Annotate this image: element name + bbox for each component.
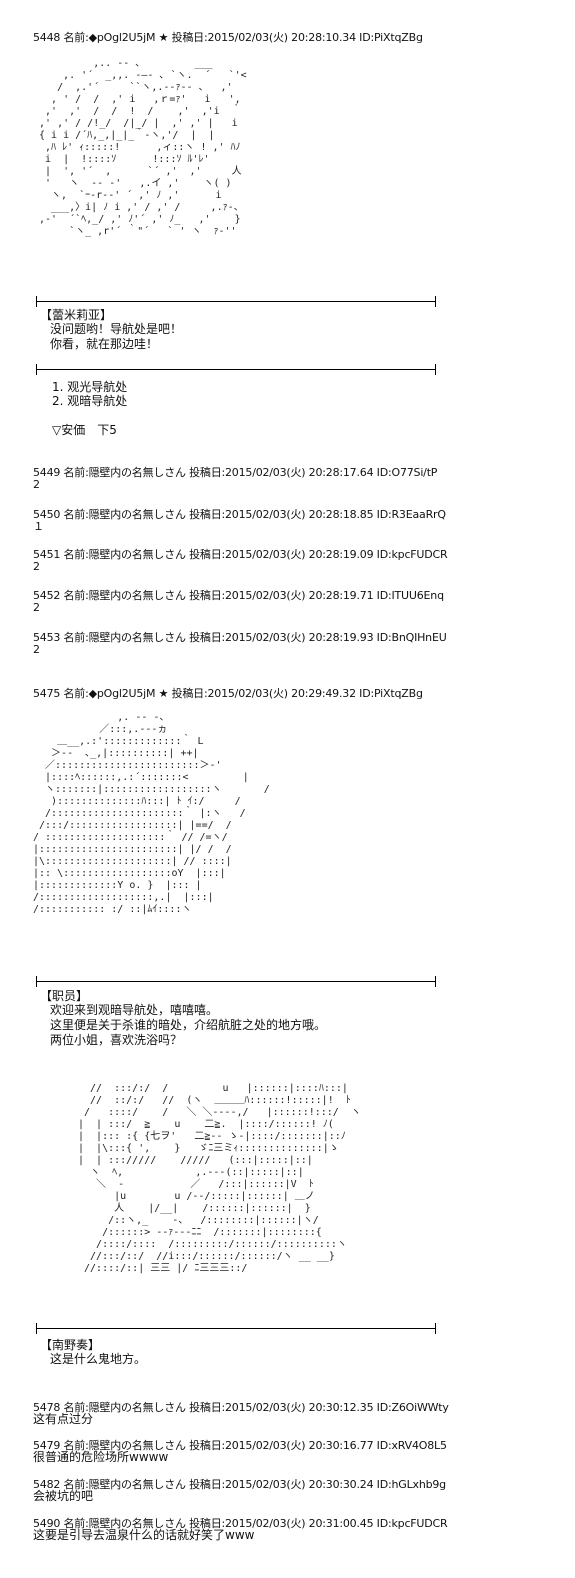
speaker-name: 【蕾米莉亚】	[40, 308, 113, 322]
post-body-5479: 很普通的危险场所wwww	[33, 1450, 169, 1464]
post-header-5453: 5453 名前:隠壁内の名無しさん 投稿日:2015/02/03(火) 20:2…	[33, 631, 447, 644]
divider	[36, 976, 436, 987]
ascii-art-kanade: // :::/:/ / u |::::::|::::ﾊ:::| // ::/:/…	[78, 1083, 361, 1274]
post-body-5451: 2	[33, 560, 40, 573]
post-body-5478: 这有点过分	[33, 1412, 94, 1426]
post-header-5452: 5452 名前:隠壁内の名無しさん 投稿日:2015/02/03(火) 20:2…	[33, 589, 444, 602]
anka-instruction: ▽安価 下5	[52, 423, 117, 437]
post-header-5448: 5448 名前:◆pOgl2U5jM ★ 投稿日:2015/02/03(火) 2…	[33, 31, 423, 44]
dialog-text: 没问题哟！导航处是吧！ 你看，就在那边哇！	[50, 322, 183, 351]
post-header-5451: 5451 名前:隠壁内の名無しさん 投稿日:2015/02/03(火) 20:2…	[33, 548, 448, 561]
divider	[36, 364, 436, 375]
speaker-name: 【南野奏】	[40, 1338, 101, 1352]
post-header-5475: 5475 名前:◆pOgl2U5jM ★ 投稿日:2015/02/03(火) 2…	[33, 687, 423, 700]
post-header-5490: 5490 名前:隠壁内の名無しさん 投稿日:2015/02/03(火) 20:3…	[33, 1517, 448, 1530]
speaker-name: 【职员】	[40, 989, 89, 1003]
post-body-5452: 2	[33, 601, 40, 614]
ascii-art-staff: ,. -‐ -、 ／:::,.--‐ヵ ＿__,.:':::::::::::::…	[33, 712, 270, 915]
dialog-text: 欢迎来到观暗导航处，嘻嘻嘻。 这里便是关于杀谁的暗处，介绍航脏之处的地方哦。 两…	[50, 1003, 327, 1047]
post-header-5450: 5450 名前:隠壁内の名無しさん 投稿日:2015/02/03(火) 20:2…	[33, 508, 446, 521]
post-body-5490: 这要是引导去温泉什么的话就好笑了www	[33, 1528, 255, 1542]
post-body-5453: 2	[33, 643, 40, 656]
post-body-5450: １	[33, 520, 44, 533]
post-header-5478: 5478 名前:隠壁内の名無しさん 投稿日:2015/02/03(火) 20:3…	[33, 1401, 449, 1414]
ascii-art-remilia: ,.. -‐ ､ ___ ,. '´ _,,. -―- ､ `ヽ. ´ `'< …	[39, 58, 247, 237]
choice-list: 1. 观光导航处 2. 观暗导航处	[52, 380, 128, 408]
post-header-5482: 5482 名前:隠壁内の名無しさん 投稿日:2015/02/03(火) 20:3…	[33, 1478, 446, 1491]
post-body-5482: 会被坑的吧	[33, 1489, 94, 1503]
dialog-text: 这是什么鬼地方。	[50, 1352, 147, 1366]
post-header-5449: 5449 名前:隠壁内の名無しさん 投稿日:2015/02/03(火) 20:2…	[33, 466, 438, 479]
divider	[36, 296, 436, 307]
post-body-5449: 2	[33, 478, 40, 491]
divider	[36, 1323, 436, 1334]
post-header-5479: 5479 名前:隠壁内の名無しさん 投稿日:2015/02/03(火) 20:3…	[33, 1439, 447, 1452]
